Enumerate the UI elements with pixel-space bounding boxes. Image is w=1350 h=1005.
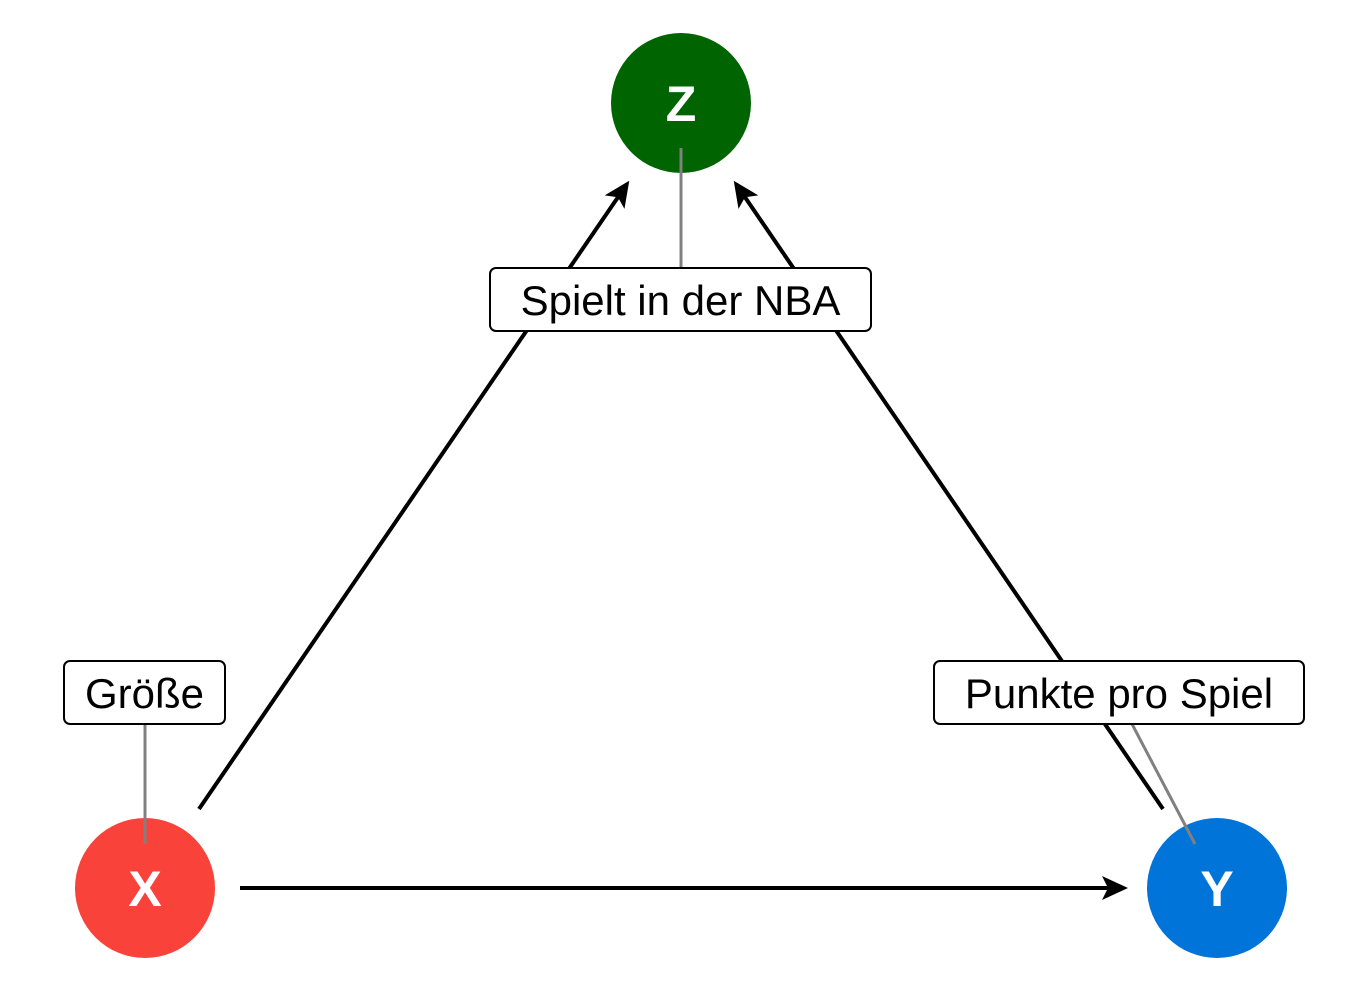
- node-y-letter: Y: [1200, 861, 1233, 917]
- label-y-text: Punkte pro Spiel: [965, 670, 1273, 717]
- node-z-circle: [611, 33, 751, 173]
- leader-y: [1130, 723, 1197, 845]
- label-z: Spielt in der NBA: [489, 267, 872, 332]
- label-x-text: Größe: [85, 670, 204, 717]
- label-y-box: [933, 660, 1305, 725]
- node-y: Y: [1147, 818, 1287, 958]
- node-x-circle: [75, 818, 215, 958]
- node-z-letter: Z: [666, 76, 697, 132]
- label-z-text: Spielt in der NBA: [521, 277, 841, 324]
- label-z-box: [489, 267, 872, 332]
- node-y-circle: [1147, 818, 1287, 958]
- node-z: Z: [611, 33, 751, 173]
- node-x: X: [75, 818, 215, 958]
- label-x-box: [63, 660, 226, 725]
- node-x-letter: X: [128, 861, 161, 917]
- label-x: Größe: [63, 660, 226, 725]
- label-y: Punkte pro Spiel: [933, 660, 1305, 725]
